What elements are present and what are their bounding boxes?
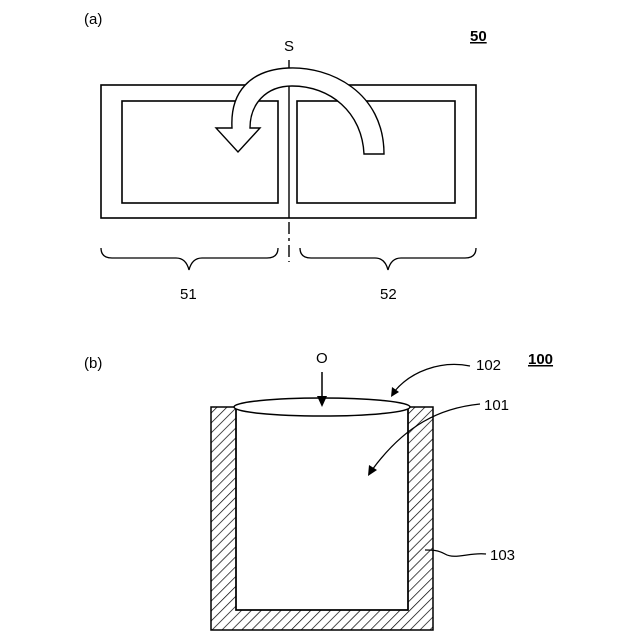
- left-part-label: 51: [180, 286, 197, 303]
- rotation-arrow-icon: [216, 68, 384, 154]
- panel-b-ref: 100: [528, 351, 553, 368]
- interior-label: 101: [484, 397, 509, 414]
- panel-a-label: (a): [84, 11, 102, 28]
- axis-o-label: O: [316, 350, 328, 367]
- panel-a: (a) 50 S 51 52: [84, 11, 487, 303]
- opening-label: 102: [476, 357, 501, 374]
- interior-arrowhead-icon: [368, 465, 377, 476]
- cup-wall: [211, 407, 433, 630]
- right-brace: [300, 248, 476, 270]
- opening-leader: [394, 364, 470, 392]
- panel-b: (b) 100 O 102 101 103: [84, 350, 553, 630]
- panel-b-label: (b): [84, 355, 102, 372]
- cup-cavity: [236, 407, 408, 610]
- left-screen: [122, 101, 278, 203]
- wall-label: 103: [490, 547, 515, 564]
- wall-leader: [425, 550, 486, 556]
- left-brace: [101, 248, 278, 270]
- right-part-label: 52: [380, 286, 397, 303]
- panel-a-ref: 50: [470, 28, 487, 45]
- fold-axis-label: S: [284, 38, 294, 55]
